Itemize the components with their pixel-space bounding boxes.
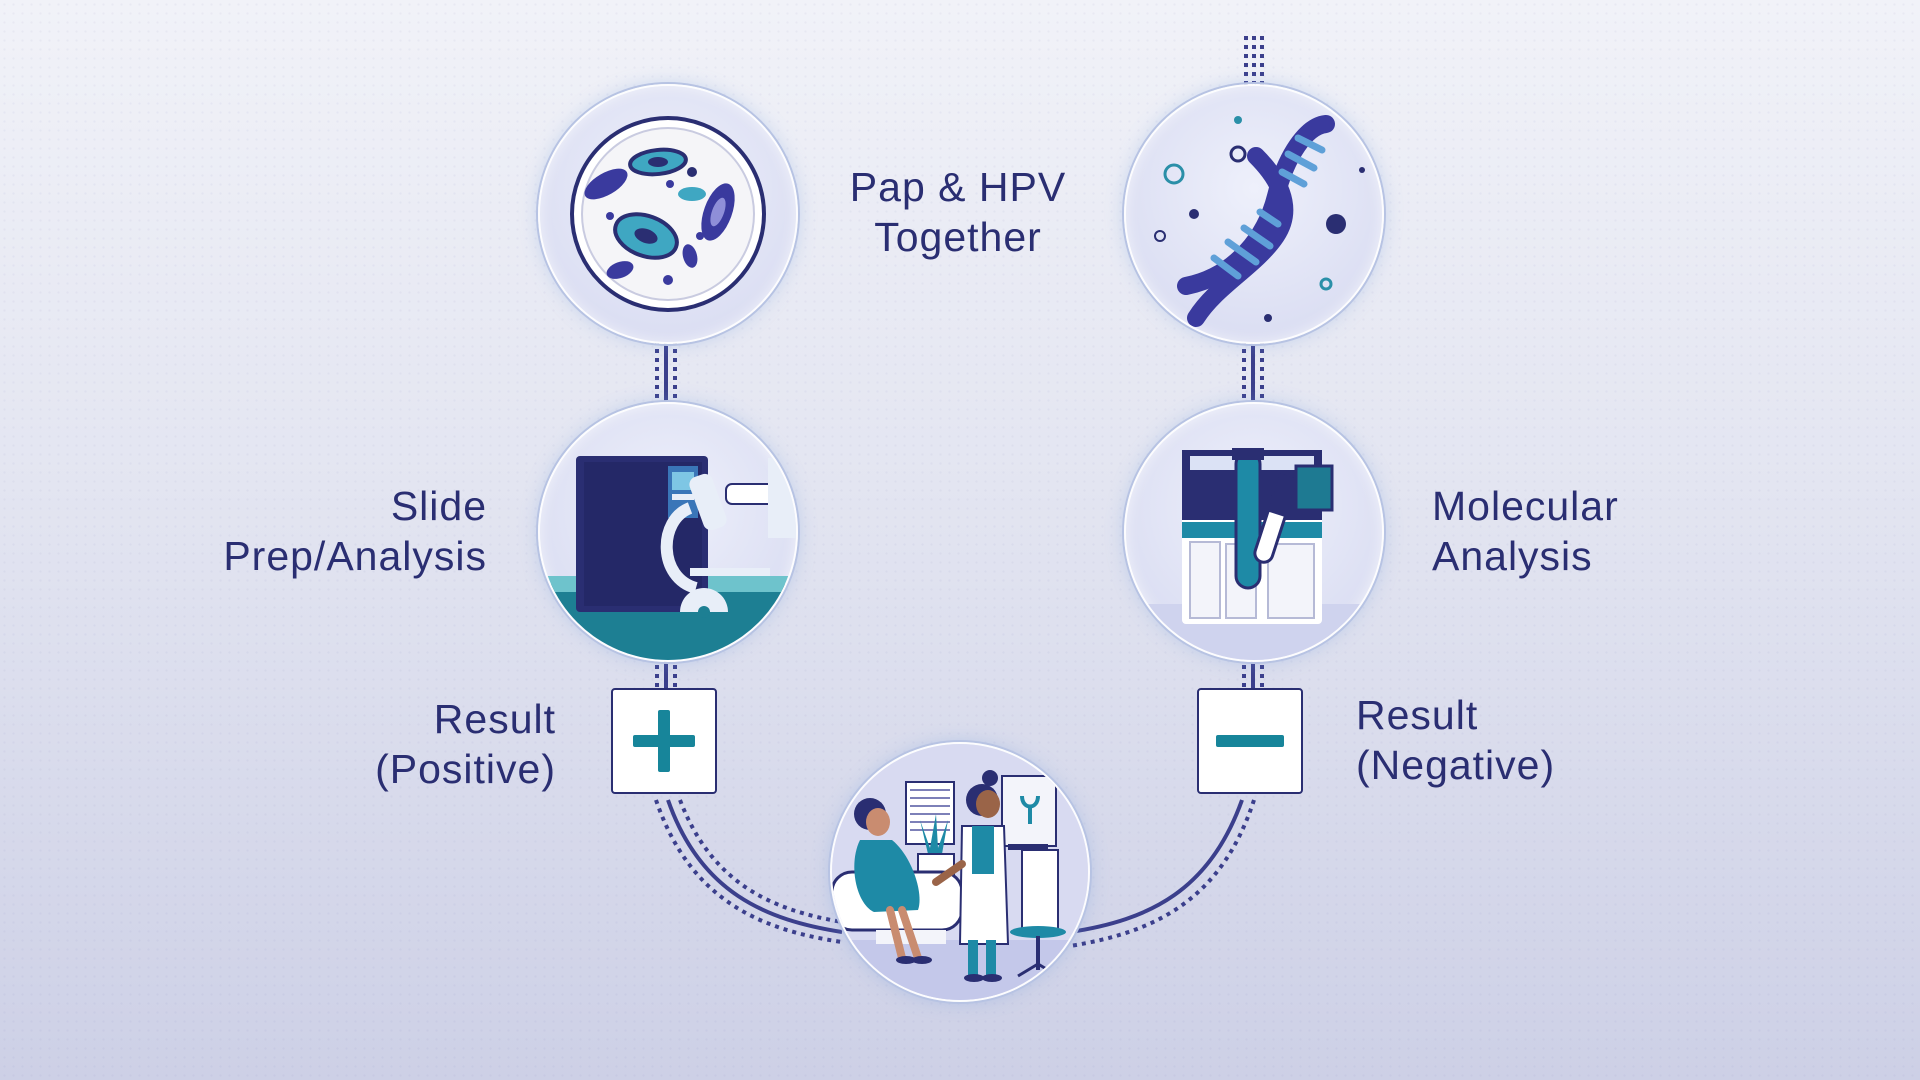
dna-helix-icon <box>1154 115 1365 327</box>
consultation-node <box>830 742 1090 1002</box>
cells-node <box>538 84 798 344</box>
result-negative-line-1: Result <box>1356 692 1479 738</box>
molecular-node <box>1124 402 1384 662</box>
doctor-patient-consultation-icon <box>832 744 1088 1000</box>
plus-icon <box>633 710 695 772</box>
slide-prep-node <box>538 402 798 662</box>
dna-node <box>1124 84 1384 344</box>
result-positive-label: Result (Positive) <box>375 694 556 794</box>
molecular-label-line-1: Molecular <box>1432 483 1619 529</box>
molecular-analyzer-icon <box>1126 448 1382 660</box>
slide-prep-label-line-2: Prep/Analysis <box>223 533 487 579</box>
molecular-analysis-label: Molecular Analysis <box>1432 481 1619 581</box>
result-positive-box <box>611 688 717 794</box>
slide-prep-instrument-icon <box>540 456 796 660</box>
result-positive-line-1: Result <box>433 696 556 742</box>
result-negative-box <box>1197 688 1303 794</box>
result-negative-line-2: (Negative) <box>1356 742 1556 788</box>
slide-prep-label: Slide Prep/Analysis <box>223 481 487 581</box>
pap-hpv-label-line-2: Together <box>874 214 1042 260</box>
pap-hpv-together-label: Pap & HPV Together <box>843 162 1073 262</box>
result-negative-label: Result (Negative) <box>1356 690 1555 790</box>
result-positive-line-2: (Positive) <box>375 746 556 792</box>
slide-prep-label-line-1: Slide <box>390 483 487 529</box>
minus-icon <box>1216 735 1284 747</box>
cells-petri-dish-icon <box>570 116 766 312</box>
pap-hpv-label-line-1: Pap & HPV <box>849 164 1067 210</box>
molecular-label-line-2: Analysis <box>1432 533 1593 579</box>
